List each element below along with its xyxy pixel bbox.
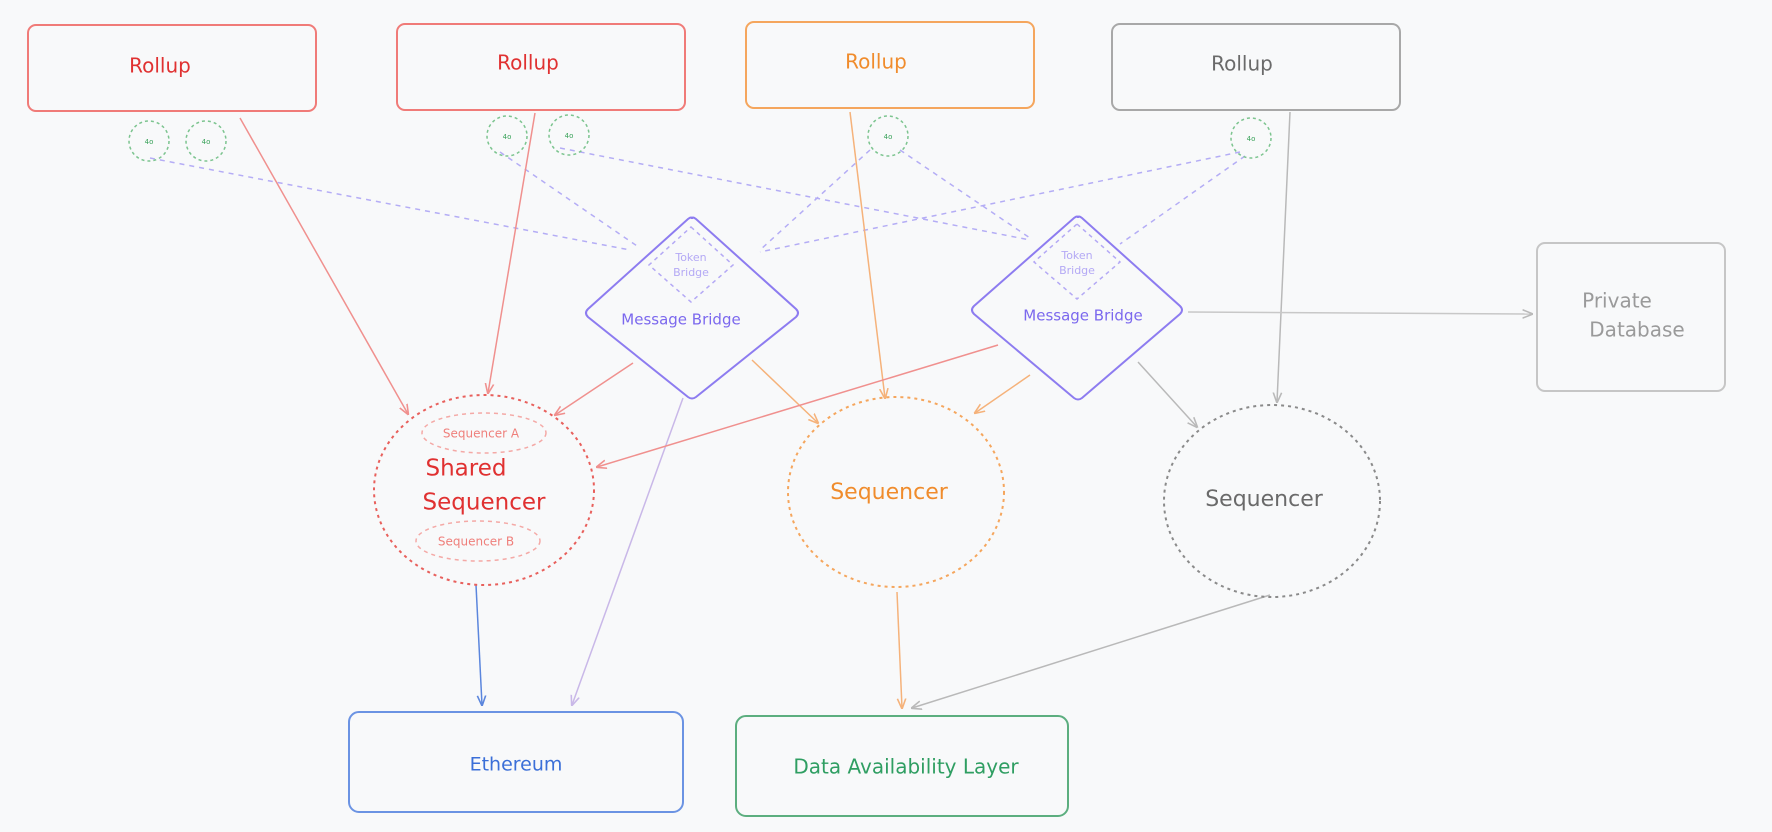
rollup-label: Rollup [497, 51, 559, 75]
app-badge: 4o [867, 115, 909, 157]
app-badge: 4o [486, 115, 528, 157]
arrow-seq-da [896, 591, 902, 708]
bridge-diamond [585, 216, 799, 400]
arrow-shared-ethereum [475, 584, 482, 705]
arrow-grayseq-da [912, 594, 1271, 708]
arrow-rollup3-seq [849, 111, 885, 398]
bridge-diamond [971, 215, 1183, 401]
rollup-label: Rollup [129, 54, 191, 78]
private-database: Private Database [1536, 242, 1726, 392]
rollup-arrows [239, 111, 1291, 414]
app-badge: 4o [1230, 117, 1272, 159]
shared-sequencer-circle [373, 394, 595, 586]
message-bridge-label: Message Bridge [621, 311, 740, 329]
rollup-label: Rollup [845, 50, 907, 74]
arrow-bridge1-shared [555, 362, 634, 415]
bridge-arrows [555, 312, 1532, 705]
message-bridge-2: Token Bridge Message Bridge [971, 215, 1183, 401]
token-bridge-label: Bridge [673, 266, 709, 279]
bridge-connections [149, 147, 1246, 253]
rollup-box [1111, 23, 1401, 111]
token-bridge-label: Token [1060, 249, 1092, 262]
shared-sequencer-title: Shared [426, 456, 507, 482]
sequencer-b-ellipse [415, 520, 541, 562]
arrow-bridge2-shared [597, 344, 999, 467]
ethereum: Ethereum [348, 711, 684, 813]
app-badge: 4o [128, 120, 170, 162]
message-bridge-1: Token Bridge Message Bridge [585, 216, 799, 400]
arrow-bridge2-database [1187, 312, 1532, 314]
sequencer-b-label: Sequencer B [438, 535, 514, 549]
sequencer-label: Sequencer [1205, 487, 1324, 512]
rollup-box [745, 21, 1035, 109]
connection-line [559, 147, 1031, 241]
private-database-label: Database [1589, 318, 1684, 342]
svg-text:4o: 4o [145, 138, 154, 146]
sequencer-a-ellipse [421, 412, 547, 454]
private-database-label: Private [1582, 289, 1652, 313]
sequencer-gray: Sequencer [1163, 404, 1381, 598]
shared-sequencer-title: Sequencer [423, 490, 546, 516]
token-bridge-label: Token [674, 251, 706, 264]
arrow-rollup4-seq [1277, 111, 1291, 402]
app-badge: 4o [548, 114, 590, 156]
rollup-3: Rollup [745, 21, 1035, 109]
rollup-label: Rollup [1211, 52, 1273, 76]
connection-line [149, 157, 631, 251]
token-bridge-label: Bridge [1059, 264, 1095, 277]
app-badge: 4o [185, 120, 227, 162]
arrow-bridge1-ethereum [572, 397, 684, 705]
arrow-bridge2-gray-seq [1137, 361, 1197, 427]
sequencer-circle [1163, 404, 1381, 598]
token-bridge-diamond [647, 225, 735, 303]
svg-text:4o: 4o [503, 133, 512, 141]
settlement-arrows [475, 584, 1271, 708]
arrow-bridge1-seq [751, 359, 818, 423]
connection-line [759, 149, 871, 251]
sequencer-label: Sequencer [830, 480, 949, 505]
app-badges: 4o 4o 4o 4o 4o 4o [128, 114, 1272, 162]
sequencer-circle [787, 396, 1005, 588]
message-bridge-label: Message Bridge [1023, 307, 1142, 325]
shared-sequencer: Sequencer A Shared Sequencer Sequencer B [373, 394, 595, 586]
sequencer-orange: Sequencer [787, 396, 1005, 588]
svg-text:4o: 4o [884, 133, 893, 141]
svg-text:4o: 4o [202, 138, 211, 146]
svg-text:4o: 4o [565, 132, 574, 140]
data-availability-label: Data Availability Layer [793, 755, 1019, 779]
sequencer-a-label: Sequencer A [443, 427, 520, 441]
connection-line [759, 151, 1241, 253]
rollup-box [27, 24, 317, 112]
ethereum-label: Ethereum [470, 754, 563, 776]
arrow-rollup1-shared [239, 117, 408, 414]
ethereum-box [348, 711, 684, 813]
connection-line [499, 151, 641, 249]
arrow-rollup2-shared [488, 112, 536, 393]
connection-line [1119, 155, 1246, 245]
arrow-bridge2-seq [975, 374, 1031, 413]
rollup-box [396, 23, 686, 111]
rollup-4: Rollup [1111, 23, 1401, 111]
token-bridge-diamond [1032, 222, 1122, 300]
svg-text:4o: 4o [1247, 135, 1256, 143]
rollup-1: Rollup [27, 24, 317, 112]
private-database-box [1536, 242, 1726, 392]
rollup-2: Rollup [396, 23, 686, 111]
data-availability-box [735, 715, 1069, 817]
connection-line [899, 149, 1031, 239]
data-availability-layer: Data Availability Layer [735, 715, 1069, 817]
